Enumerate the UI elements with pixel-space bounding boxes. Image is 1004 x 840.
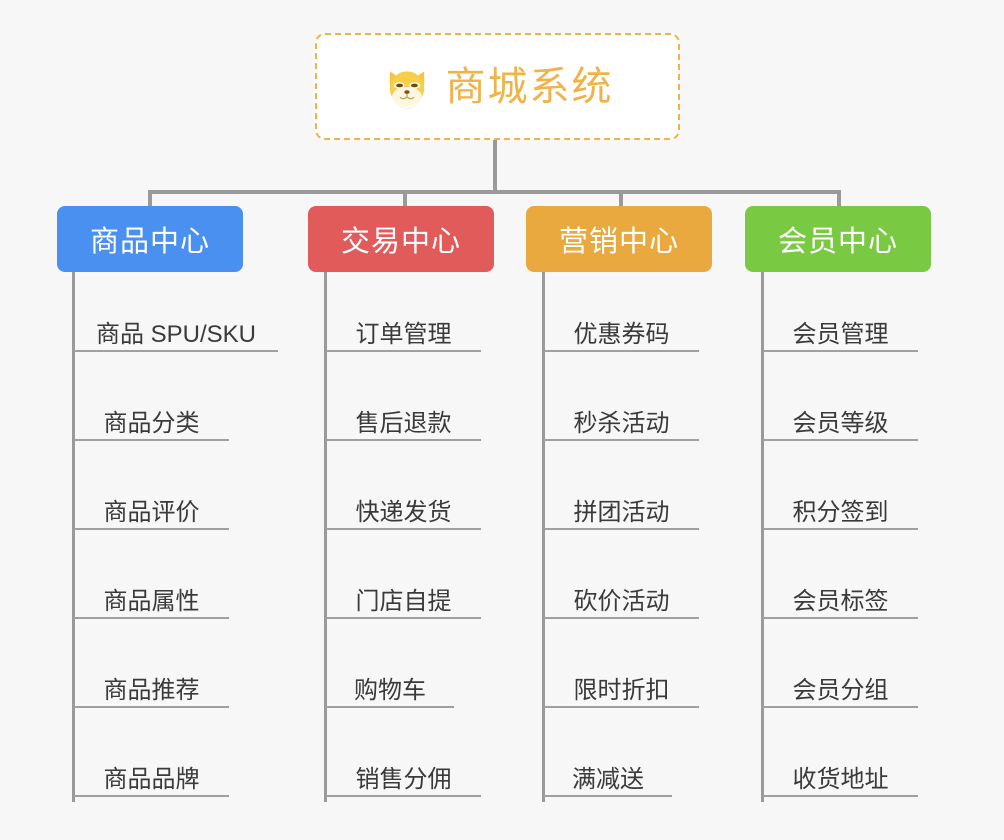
leaf-label: 满减送 — [572, 765, 644, 793]
spine-member-center — [761, 272, 764, 802]
branch-header-product-center[interactable]: 商品中心 — [57, 206, 243, 272]
leaf-item[interactable]: 会员等级 — [763, 399, 918, 441]
connector-root-stem — [493, 140, 497, 193]
leaf-item[interactable]: 限时折扣 — [544, 666, 699, 708]
leaf-label: 砍价活动 — [573, 587, 670, 615]
leaf-item[interactable]: 商品属性 — [74, 577, 229, 619]
leaf-item[interactable]: 购物车 — [326, 666, 454, 708]
leaf-item[interactable]: 销售分佣 — [326, 755, 481, 797]
branch-title: 会员中心 — [777, 226, 898, 258]
root-node[interactable]: 商城系统 — [315, 33, 680, 140]
leaf-label: 秒杀活动 — [573, 409, 670, 437]
spine-product-center — [72, 272, 75, 802]
leaf-item[interactable]: 优惠券码 — [544, 310, 699, 352]
connector-drop-member — [837, 190, 841, 208]
leaf-item[interactable]: 商品 SPU/SKU — [74, 310, 278, 352]
leaf-item[interactable]: 砍价活动 — [544, 577, 699, 619]
leaf-label: 会员等级 — [792, 409, 889, 437]
leaf-item[interactable]: 拼团活动 — [544, 488, 699, 530]
leaf-label: 商品 SPU/SKU — [95, 320, 257, 348]
shiba-dog-face-icon — [389, 70, 424, 109]
leaf-label: 商品推荐 — [103, 676, 200, 704]
leaf-item[interactable]: 商品分类 — [74, 399, 229, 441]
connector-drop-marketing — [619, 190, 623, 208]
leaf-item[interactable]: 商品评价 — [74, 488, 229, 530]
leaf-label: 会员标签 — [792, 587, 889, 615]
leaf-label: 积分签到 — [792, 498, 889, 526]
leaf-label: 会员管理 — [792, 320, 889, 348]
leaf-item[interactable]: 订单管理 — [326, 310, 481, 352]
leaf-label: 销售分佣 — [355, 765, 452, 793]
leaf-label: 商品分类 — [103, 409, 200, 437]
leaf-item[interactable]: 快递发货 — [326, 488, 481, 530]
leaf-label: 商品评价 — [103, 498, 200, 526]
leaf-label: 商品属性 — [103, 587, 200, 615]
leaf-item[interactable]: 会员分组 — [763, 666, 918, 708]
leaf-item[interactable]: 收货地址 — [763, 755, 918, 797]
connector-horizontal-bar — [150, 190, 840, 194]
leaf-label: 优惠券码 — [573, 320, 670, 348]
leaf-item[interactable]: 满减送 — [544, 755, 672, 797]
branch-title: 商品中心 — [89, 226, 210, 258]
leaf-item[interactable]: 会员标签 — [763, 577, 918, 619]
branch-header-trade-center[interactable]: 交易中心 — [308, 206, 494, 272]
leaf-item[interactable]: 售后退款 — [326, 399, 481, 441]
root-title: 商城系统 — [445, 64, 614, 109]
leaf-label: 会员分组 — [792, 676, 889, 704]
branch-header-member-center[interactable]: 会员中心 — [745, 206, 931, 272]
leaf-item[interactable]: 商品推荐 — [74, 666, 229, 708]
spine-marketing-center — [542, 272, 545, 802]
leaf-label: 限时折扣 — [573, 676, 670, 704]
leaf-label: 收货地址 — [792, 765, 889, 793]
leaf-item[interactable]: 商品品牌 — [74, 755, 229, 797]
leaf-label: 订单管理 — [355, 320, 452, 348]
leaf-item[interactable]: 秒杀活动 — [544, 399, 699, 441]
spine-trade-center — [324, 272, 327, 802]
leaf-label: 购物车 — [354, 676, 426, 704]
branch-title: 交易中心 — [340, 226, 461, 258]
leaf-label: 拼团活动 — [573, 498, 670, 526]
leaf-label: 商品品牌 — [103, 765, 200, 793]
leaf-label: 门店自提 — [355, 587, 452, 615]
leaf-label: 售后退款 — [355, 409, 452, 437]
leaf-item[interactable]: 门店自提 — [326, 577, 481, 619]
connector-drop-trade — [403, 190, 407, 208]
leaf-item[interactable]: 会员管理 — [763, 310, 918, 352]
branch-title: 营销中心 — [558, 226, 679, 258]
leaf-item[interactable]: 积分签到 — [763, 488, 918, 530]
branch-header-marketing-center[interactable]: 营销中心 — [526, 206, 712, 272]
connector-drop-product — [148, 190, 152, 208]
leaf-label: 快递发货 — [355, 498, 452, 526]
